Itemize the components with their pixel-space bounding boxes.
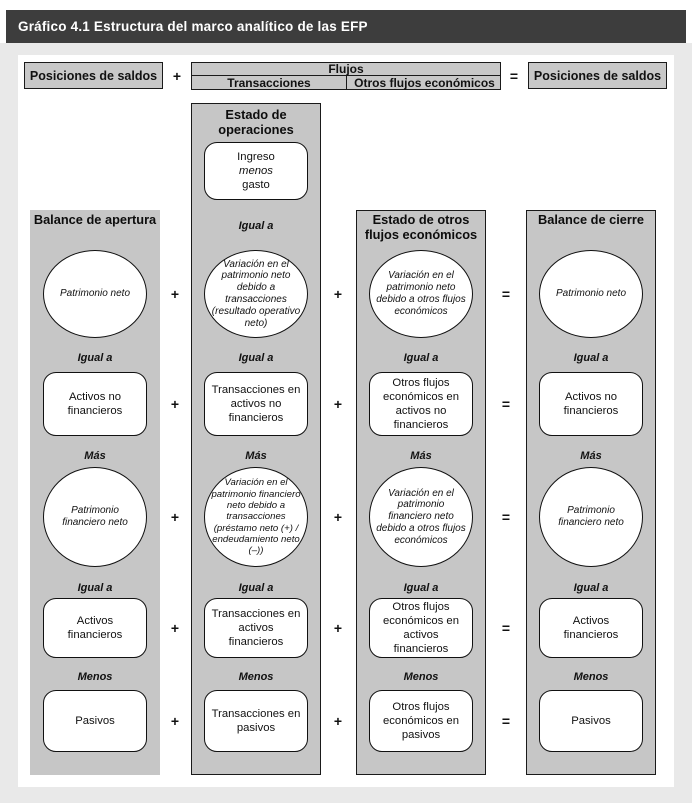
figure-title-bar: Gráfico 4.1 Estructura del marco analíti… bbox=[6, 10, 686, 43]
equals-label-c2-r2: Igual a bbox=[238, 582, 274, 594]
op-plus-c1c2-r3: + bbox=[170, 509, 180, 525]
minus-label-c4: Menos bbox=[573, 671, 609, 683]
net-worth-circle-closing: Patrimonio neto bbox=[539, 250, 643, 338]
equals-label-operations-top: Igual a bbox=[238, 220, 274, 232]
op-equals-c3c4-r3: = bbox=[501, 509, 511, 525]
equals-label-c1-r2: Igual a bbox=[77, 582, 113, 594]
op-plus-c1c2-r2: + bbox=[170, 396, 180, 412]
transactions-liabilities-box: Transacciones en pasivos bbox=[204, 690, 308, 752]
net-financial-worth-circle-closing: Patrimonio financiero neto bbox=[539, 467, 643, 567]
header-stocks-right: Posiciones de saldos bbox=[528, 62, 667, 89]
op-plus-c2c3-r3: + bbox=[333, 509, 343, 525]
minus-label-c1: Menos bbox=[77, 671, 113, 683]
plus-label-c2: Más bbox=[245, 450, 267, 462]
transactions-nonfinancial-assets-box: Transacciones en activos no financieros bbox=[204, 372, 308, 436]
plus-label-c3: Más bbox=[410, 450, 432, 462]
expense-line: gasto bbox=[242, 179, 270, 192]
nonfinancial-assets-box-opening: Activos no financieros bbox=[43, 372, 147, 436]
change-net-financial-worth-other-flows-circle: Variación en el patrimonio financiero ne… bbox=[369, 467, 473, 567]
other-flows-nonfinancial-assets-box: Otros flujos económicos en activos no fi… bbox=[369, 372, 473, 436]
op-plus-c2c3-r2: + bbox=[333, 396, 343, 412]
op-plus-c2c3-r4: + bbox=[333, 620, 343, 636]
minus-label-c3: Menos bbox=[403, 671, 439, 683]
equals-label-c3-r2: Igual a bbox=[403, 582, 439, 594]
other-flows-financial-assets-box: Otros flujos económicos en activos finan… bbox=[369, 598, 473, 658]
revenue-line: Ingreso bbox=[237, 150, 275, 163]
transactions-financial-assets-box: Transacciones en activos financieros bbox=[204, 598, 308, 658]
change-net-worth-other-flows-circle: Variación en el patrimonio neto debido a… bbox=[369, 250, 473, 338]
other-flows-liabilities-box: Otros flujos económicos en pasivos bbox=[369, 690, 473, 752]
nonfinancial-assets-box-closing: Activos no financieros bbox=[539, 372, 643, 436]
change-net-worth-transactions-circle: Variación en el patrimonio neto debido a… bbox=[204, 250, 308, 338]
liabilities-box-opening: Pasivos bbox=[43, 690, 147, 752]
minus-line: menos bbox=[239, 164, 273, 177]
diagram-panel: Posiciones de saldos + Flujos Transaccio… bbox=[18, 55, 674, 787]
column-operations-statement bbox=[191, 103, 321, 775]
plus-label-c1: Más bbox=[84, 450, 106, 462]
equals-label-c4-r1: Igual a bbox=[573, 352, 609, 364]
op-equals-c3c4-r1: = bbox=[501, 286, 511, 302]
equals-label-c3-r1: Igual a bbox=[403, 352, 439, 364]
revenue-minus-expense-box: Ingreso menos gasto bbox=[204, 142, 308, 200]
net-worth-circle-opening: Patrimonio neto bbox=[43, 250, 147, 338]
op-equals-c3c4-r5: = bbox=[501, 713, 511, 729]
flows-subheader-row: Transacciones Otros flujos económicos bbox=[192, 75, 500, 90]
operations-statement-title: Estado de operaciones bbox=[218, 107, 294, 138]
op-plus-c1c2-r5: + bbox=[170, 713, 180, 729]
financial-assets-box-closing: Activos financieros bbox=[539, 598, 643, 658]
minus-label-c2: Menos bbox=[238, 671, 274, 683]
op-plus-c1c2-r4: + bbox=[170, 620, 180, 636]
equals-label-c2-r1: Igual a bbox=[238, 352, 274, 364]
op-plus-c1c2-r1: + bbox=[170, 286, 180, 302]
other-flows-statement-title: Estado de otros flujos económicos bbox=[364, 212, 478, 243]
closing-balance-title: Balance de cierre bbox=[538, 212, 644, 227]
op-plus-c2c3-r5: + bbox=[333, 713, 343, 729]
opening-balance-title: Balance de apertura bbox=[33, 212, 157, 227]
flows-header-table: Flujos Transacciones Otros flujos económ… bbox=[191, 62, 501, 90]
equals-label-c4-r2: Igual a bbox=[573, 582, 609, 594]
financial-assets-box-opening: Activos financieros bbox=[43, 598, 147, 658]
op-plus-c2c3-r1: + bbox=[333, 286, 343, 302]
op-equals-c3c4-r4: = bbox=[501, 620, 511, 636]
op-plus-header: + bbox=[172, 68, 182, 84]
other-economic-flows-header-cell: Otros flujos económicos bbox=[354, 75, 495, 90]
equals-label-c1-r1: Igual a bbox=[77, 352, 113, 364]
plus-label-c4: Más bbox=[580, 450, 602, 462]
header-stocks-left: Posiciones de saldos bbox=[24, 62, 163, 89]
op-equals-c3c4-r2: = bbox=[501, 396, 511, 412]
flows-header: Flujos bbox=[192, 62, 500, 76]
net-financial-worth-circle-opening: Patrimonio financiero neto bbox=[43, 467, 147, 567]
transactions-header-cell: Transacciones bbox=[192, 76, 347, 90]
op-equals-header: = bbox=[509, 68, 519, 84]
liabilities-box-closing: Pasivos bbox=[539, 690, 643, 752]
change-net-financial-worth-transactions-circle: Variación en el patrimonio financiero ne… bbox=[204, 467, 308, 567]
